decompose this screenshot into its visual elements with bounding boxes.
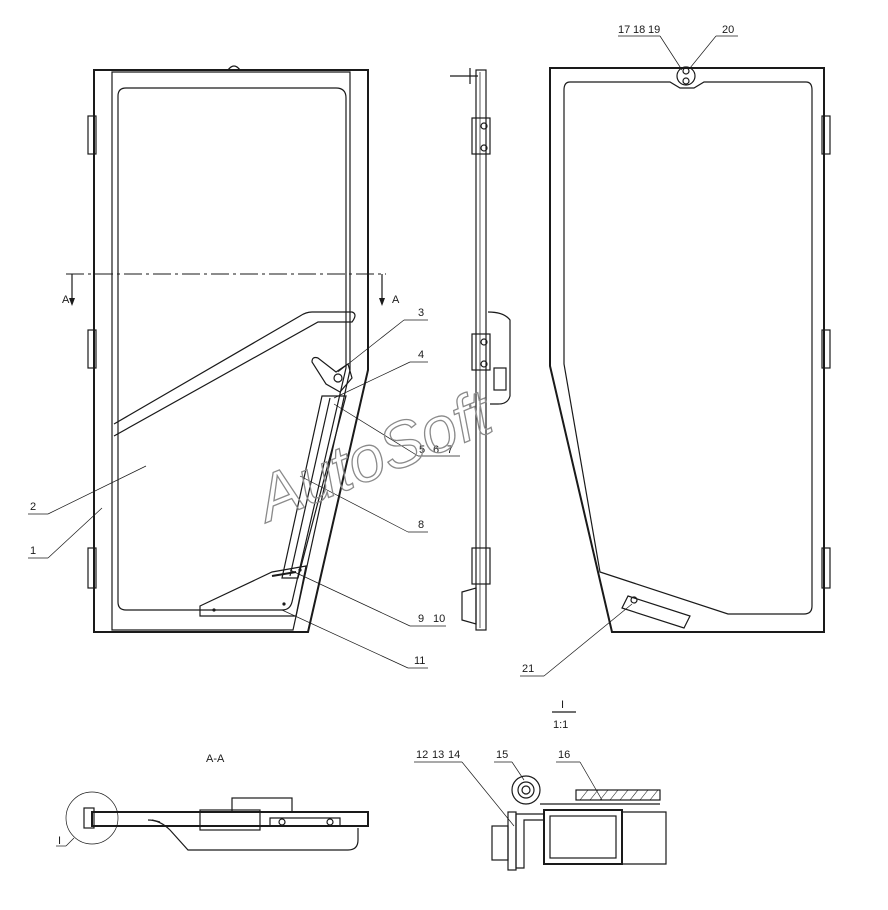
detail-i-view (491, 711, 667, 871)
callout-15: 15 (496, 749, 508, 761)
callout-labels: 1 2 3 4 5 6 7 8 9 10 11 12 13 14 15 16 1… (30, 24, 734, 761)
callout-14: 14 (448, 749, 460, 761)
callout-4: 4 (418, 349, 424, 361)
section-line-a-a: A A (62, 273, 400, 306)
detail-header: I (561, 699, 564, 711)
rear-view (549, 66, 831, 633)
leader-lines (28, 35, 738, 847)
callout-11: 11 (414, 655, 425, 667)
callout-19: 19 (648, 24, 660, 36)
section-title: A-A (206, 753, 225, 765)
callout-10: 10 (433, 613, 445, 625)
detail-label: I (58, 835, 61, 847)
side-view (450, 68, 511, 631)
detail-scale: 1:1 (553, 719, 568, 731)
callout-17: 17 (618, 24, 630, 36)
callout-12: 12 (416, 749, 428, 761)
section-arrow-left: A (62, 294, 70, 306)
front-view (87, 65, 369, 633)
callout-2: 2 (30, 501, 36, 513)
callout-21: 21 (522, 663, 534, 675)
callout-6: 6 (433, 444, 439, 456)
plate-hatching (579, 789, 659, 801)
callout-3: 3 (418, 307, 424, 319)
callout-20: 20 (722, 24, 734, 36)
callout-8: 8 (418, 519, 424, 531)
callout-16: 16 (558, 749, 570, 761)
section-arrow-right: A (392, 294, 400, 306)
callout-13: 13 (432, 749, 444, 761)
callout-1: 1 (30, 545, 36, 557)
watermark: AutoSoft (243, 375, 503, 536)
callout-7: 7 (447, 444, 453, 456)
callout-9: 9 (418, 613, 424, 625)
callout-5: 5 (419, 444, 425, 456)
section-a-a-view (65, 791, 369, 851)
callout-18: 18 (633, 24, 645, 36)
